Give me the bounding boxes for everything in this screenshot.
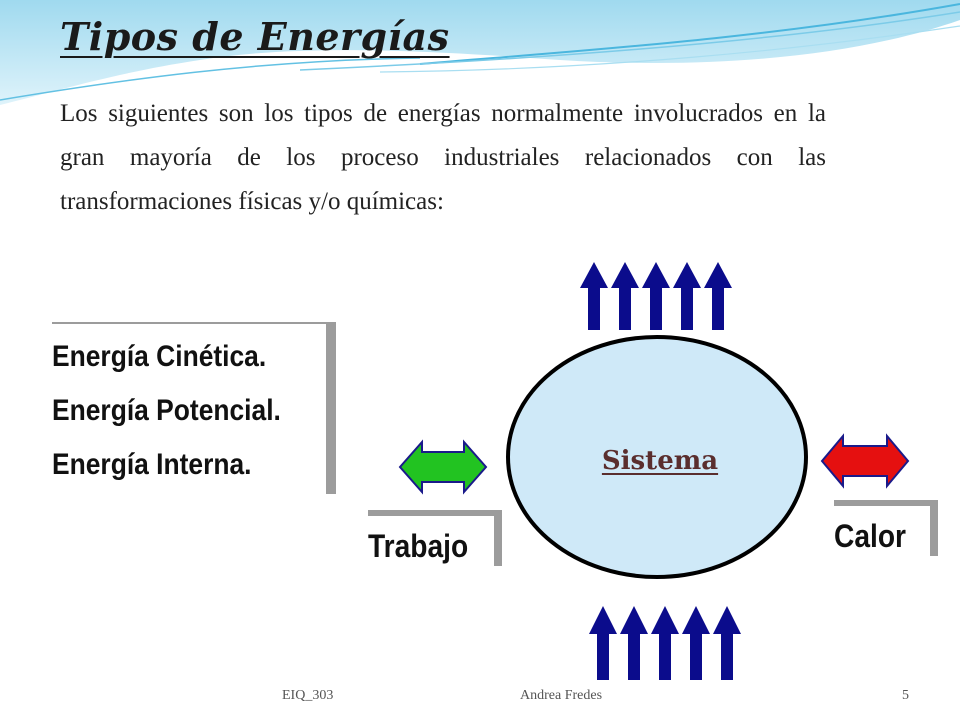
system-label: Sistema: [601, 446, 719, 476]
work-label: Trabajo: [368, 528, 469, 564]
up-arrow-top-3: [642, 262, 670, 330]
up-arrow-top-4: [673, 262, 701, 330]
work-label-shadow-top: [368, 510, 502, 516]
bottom-arrows: [589, 606, 741, 680]
up-arrow-bottom-5: [713, 606, 741, 680]
heat-label-shadow-top: [834, 500, 938, 506]
up-arrow-top-2: [611, 262, 639, 330]
up-arrow-bottom-1: [589, 606, 617, 680]
up-arrow-bottom-4: [682, 606, 710, 680]
heat-double-arrow: [820, 433, 910, 489]
intro-paragraph: Los siguientes son los tipos de energías…: [60, 100, 826, 215]
work-double-arrow: [398, 439, 488, 495]
slide-title: Tipos de Energías: [60, 14, 450, 59]
work-label-box: Trabajo: [358, 516, 494, 568]
energy-item-kinetic: Energía Cinética.: [52, 340, 267, 373]
up-arrow-top-1: [580, 262, 608, 330]
work-label-shadow-right: [494, 510, 502, 566]
energy-item-internal: Energía Interna.: [52, 448, 252, 481]
heat-label-box: Calor: [824, 506, 930, 556]
energy-types-list: Energía Cinética. Energía Potencial. Ene…: [44, 324, 326, 492]
footer-author: Andrea Fredes: [520, 688, 603, 703]
heat-label: Calor: [834, 518, 906, 554]
top-arrows: [580, 262, 732, 330]
footer-page-number: 5: [902, 688, 909, 703]
energy-item-potential: Energía Potencial.: [52, 394, 281, 427]
heat-label-shadow-right: [930, 500, 938, 556]
footer-course: EIQ_303: [282, 688, 334, 703]
energy-box-shadow-right: [326, 322, 336, 494]
up-arrow-bottom-3: [651, 606, 679, 680]
up-arrow-top-5: [704, 262, 732, 330]
system-circle: [506, 335, 808, 579]
up-arrow-bottom-2: [620, 606, 648, 680]
